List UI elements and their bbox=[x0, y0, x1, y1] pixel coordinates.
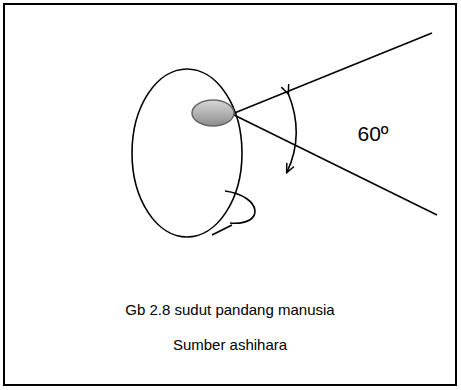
frame bbox=[4, 4, 456, 385]
angle-label: 60º bbox=[357, 121, 388, 146]
head-outline bbox=[132, 69, 242, 237]
sight-line bbox=[232, 33, 432, 114]
angle-arc bbox=[287, 93, 296, 172]
chin-line bbox=[212, 225, 232, 235]
source-note: Sumber ashihara bbox=[173, 336, 287, 354]
figure-caption: Gb 2.8 sudut pandang manusia bbox=[125, 301, 334, 319]
sight-line bbox=[232, 114, 437, 215]
ear-outline bbox=[225, 191, 255, 223]
eye bbox=[192, 100, 234, 126]
